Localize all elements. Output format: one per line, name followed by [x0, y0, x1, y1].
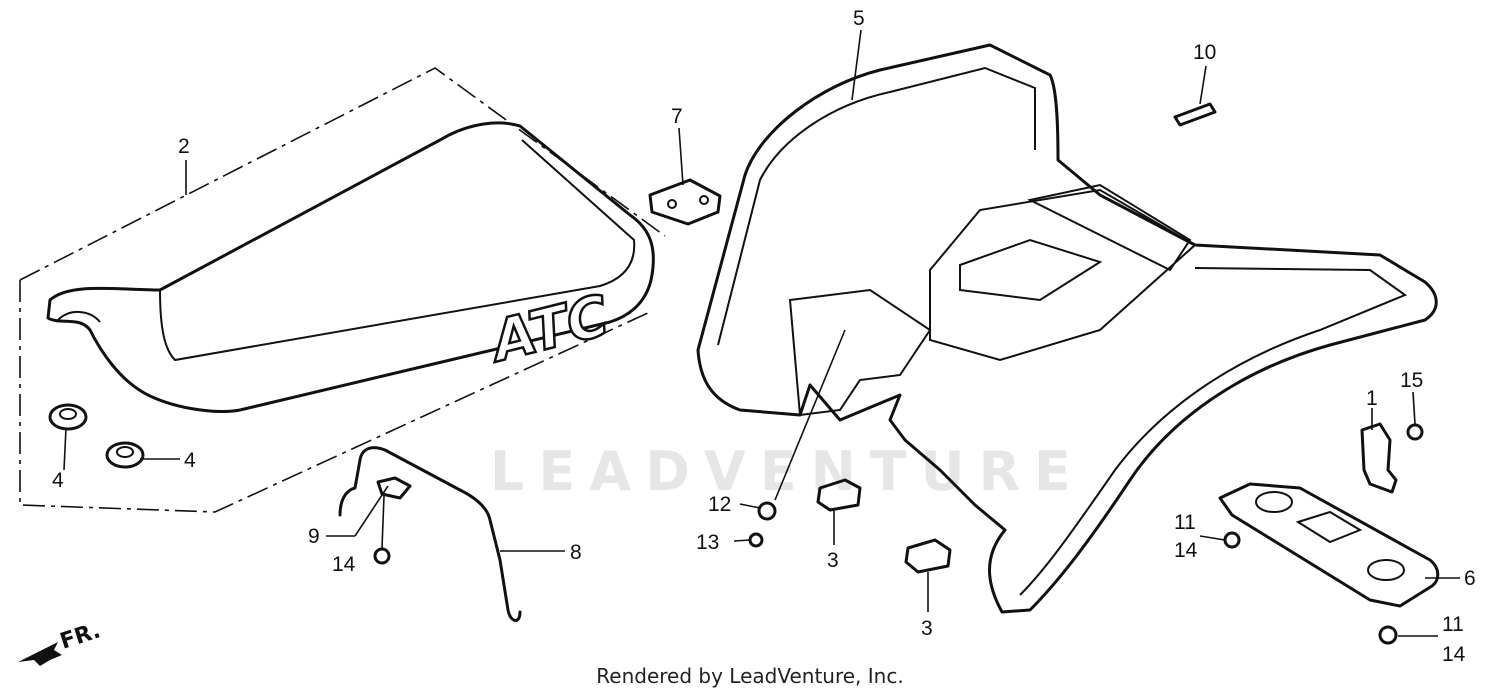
bracket-part — [648, 178, 722, 226]
rear-fender-part — [696, 43, 1438, 614]
callout-14a[interactable]: 14 — [332, 553, 356, 576]
seat-stay-part — [338, 446, 522, 622]
callout-4b[interactable]: 4 — [184, 449, 196, 472]
side-bracket-part — [1360, 422, 1398, 494]
callout-13[interactable]: 13 — [696, 531, 720, 554]
callout-4a[interactable]: 4 — [52, 469, 64, 492]
grommet-part — [373, 547, 391, 565]
callout-3a[interactable]: 3 — [827, 549, 839, 572]
bolt-part — [1406, 423, 1424, 441]
seat-part: ATC — [46, 121, 655, 413]
watermark: LEADVENTURE — [490, 440, 1085, 503]
callout-12[interactable]: 12 — [708, 493, 732, 516]
clip-nut-part — [904, 538, 952, 574]
callout-11b[interactable]: 11 — [1442, 613, 1464, 636]
footrest-plate-part — [1218, 482, 1440, 608]
grommet-part — [1223, 531, 1241, 549]
callout-14c[interactable]: 14 — [1442, 643, 1466, 666]
grommet-part — [1378, 625, 1398, 645]
footer-credit: Rendered by LeadVenture, Inc. — [596, 664, 904, 688]
callout-15[interactable]: 15 — [1400, 369, 1424, 392]
callout-6[interactable]: 6 — [1464, 567, 1476, 590]
decal-part — [1173, 102, 1217, 127]
bolt-part — [748, 532, 764, 548]
arrow-down-left-icon — [18, 642, 62, 666]
callout-5[interactable]: 5 — [853, 7, 865, 30]
washer-part — [48, 403, 145, 469]
callout-2[interactable]: 2 — [178, 135, 190, 158]
callout-14b[interactable]: 14 — [1174, 539, 1198, 562]
clip-part — [376, 476, 412, 500]
leader-lines — [63, 29, 1460, 637]
callout-10[interactable]: 10 — [1193, 41, 1217, 64]
callout-11a[interactable]: 11 — [1174, 511, 1196, 534]
clip-nut-part — [816, 478, 862, 512]
nut-part — [757, 501, 777, 521]
callout-7[interactable]: 7 — [671, 105, 683, 128]
callout-1[interactable]: 1 — [1366, 387, 1378, 410]
seat-logo: ATC — [482, 283, 615, 375]
callout-3b[interactable]: 3 — [921, 617, 933, 640]
callout-9[interactable]: 9 — [308, 525, 320, 548]
callout-8[interactable]: 8 — [570, 541, 582, 564]
